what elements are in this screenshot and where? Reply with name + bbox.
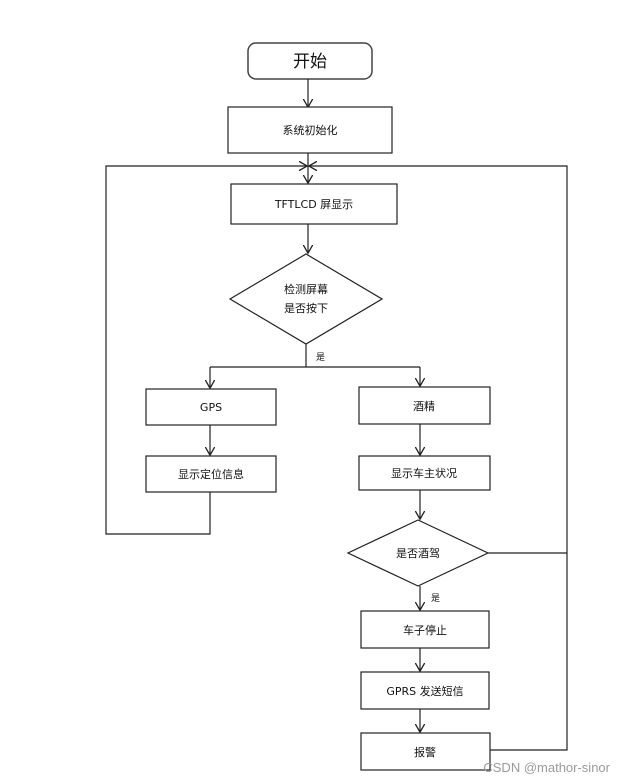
check-decision — [228, 253, 384, 345]
show-status-node — [358, 455, 491, 491]
init-label: 系统初始化 — [283, 123, 338, 137]
alarm-label: 报警 — [414, 745, 436, 759]
stop-label: 车子停止 — [403, 623, 447, 637]
alarm-node — [360, 732, 491, 771]
show-location-node — [145, 455, 277, 493]
check-label-line2: 是否按下 — [284, 301, 328, 315]
tft-node — [230, 183, 398, 225]
loop-left — [105, 166, 306, 535]
tft-label: TFTLCD 屏显示 — [274, 198, 353, 211]
sms-label: GPRS 发送短信 — [386, 684, 463, 698]
loop-right — [310, 166, 568, 751]
alcohol-node — [358, 386, 491, 425]
init-node — [227, 106, 393, 154]
show-location-label: 显示定位信息 — [178, 467, 244, 481]
sms-node — [360, 671, 490, 710]
watermark: CSDN @mathor-sinor — [483, 760, 610, 775]
gps-label: GPS — [200, 401, 222, 414]
yes-label-2: 是 — [431, 593, 440, 604]
gps-node — [145, 388, 277, 426]
start-label: 开始 — [293, 52, 327, 72]
drunk-decision — [346, 519, 490, 587]
check-label-line1: 检测屏幕 — [284, 282, 328, 296]
start-node — [247, 42, 373, 80]
yes-label-1: 是 — [316, 352, 325, 363]
stop-node — [360, 610, 490, 649]
show-status-label: 显示车主状况 — [391, 466, 457, 480]
alcohol-label: 酒精 — [413, 400, 435, 413]
drunk-label: 是否酒驾 — [396, 547, 440, 560]
